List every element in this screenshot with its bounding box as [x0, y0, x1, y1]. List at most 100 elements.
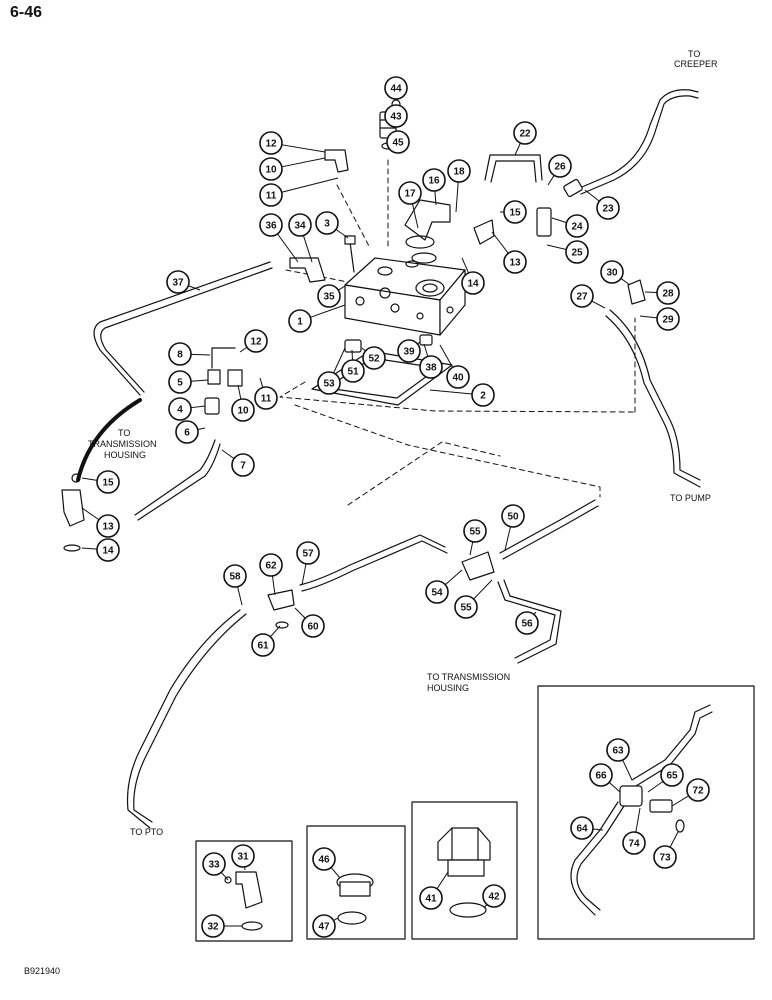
callout-number: 42	[488, 892, 500, 903]
callout-10: 10	[259, 157, 326, 181]
callout-leader	[547, 175, 555, 186]
o-ring-42	[449, 902, 487, 918]
callout-leader	[190, 353, 211, 356]
callout-leader	[190, 379, 209, 382]
plug-41	[437, 827, 491, 877]
callout-leader	[429, 389, 473, 395]
callout-number: 8	[177, 350, 183, 361]
callout-40: 40	[439, 344, 470, 389]
callout-5: 5	[168, 370, 209, 394]
callout-32: 32	[201, 914, 242, 938]
callout-number: 61	[257, 641, 269, 652]
callout-number: 10	[237, 406, 249, 417]
callout-circle	[231, 453, 255, 477]
callout-14: 14	[81, 538, 120, 562]
callout-39: 39	[397, 339, 421, 363]
callout-46: 46	[312, 847, 341, 879]
callout-leader	[237, 384, 242, 400]
callout-leader	[188, 285, 201, 291]
callout-66: 66	[589, 763, 621, 793]
callout-52: 52	[361, 346, 386, 370]
callout-number: 62	[265, 561, 277, 572]
callout-leader	[221, 449, 235, 460]
connector-52	[344, 339, 362, 353]
callout-number: 43	[390, 112, 402, 123]
callout-circle	[259, 553, 283, 577]
callout-10: 10	[231, 384, 255, 422]
callout-leader	[190, 405, 206, 409]
o-ring-33	[224, 876, 232, 884]
callout-leader	[639, 315, 658, 319]
callout-leader	[455, 181, 459, 213]
callout-circle	[513, 121, 537, 145]
callout-30: 30	[600, 260, 631, 286]
callout-leader	[411, 203, 419, 229]
callout-34: 34	[288, 213, 313, 263]
callout-41: 41	[419, 871, 449, 910]
callout-leader	[281, 144, 326, 153]
callout-circle	[656, 281, 680, 305]
callout-circle	[622, 831, 646, 855]
callout-leader	[469, 541, 474, 556]
callout-circle	[397, 339, 421, 363]
dashed-leader	[347, 441, 501, 506]
callout-circle	[259, 213, 283, 237]
callout-number: 25	[571, 248, 583, 259]
callout-number: 15	[509, 208, 521, 219]
callout-circle	[548, 154, 572, 178]
callout-circle	[600, 260, 624, 284]
callout-number: 18	[453, 167, 465, 178]
callout-13: 13	[491, 231, 527, 274]
callout-22: 22	[513, 121, 537, 156]
callout-11: 11	[259, 177, 339, 207]
tube-50	[499, 499, 596, 554]
callout-26: 26	[547, 154, 572, 186]
callout-leader	[271, 575, 276, 596]
callout-number: 10	[265, 165, 277, 176]
callout-number: 52	[368, 354, 380, 365]
callout-3: 3	[315, 211, 349, 239]
detail-box-bracket-fitting	[537, 685, 755, 940]
tube-22	[490, 160, 537, 183]
callout-13: 13	[81, 507, 120, 538]
tube-57	[299, 534, 446, 586]
callout-number: 35	[323, 292, 335, 303]
callout-circle	[384, 104, 408, 128]
callout-number: 7	[240, 461, 246, 472]
callout-number: 73	[659, 853, 671, 864]
callout-circle	[202, 852, 226, 876]
callout-leader	[281, 177, 339, 193]
callout-55: 55	[454, 579, 493, 619]
tube-to-pump	[609, 309, 701, 481]
bracket-fitting-66	[619, 785, 643, 807]
callout-circle	[168, 397, 192, 421]
callout-number: 74	[628, 839, 640, 850]
callout-53: 53	[317, 347, 346, 395]
callout-number: 26	[554, 162, 566, 173]
tube-37	[100, 267, 273, 393]
tee-fitting-54	[461, 551, 495, 581]
callout-number: 11	[261, 394, 272, 405]
label-to-creeper: TO CREEPER	[674, 49, 718, 69]
callout-leader	[439, 344, 454, 368]
callout-leader	[237, 586, 243, 606]
dashed-leader	[294, 404, 601, 498]
tube-22	[484, 154, 543, 181]
callout-31: 31	[231, 844, 255, 871]
callout-leader	[423, 343, 429, 357]
o-ring-17	[411, 252, 437, 264]
callout-43: 43	[384, 104, 408, 128]
callout-leader	[461, 257, 470, 274]
callout-2: 2	[429, 383, 495, 407]
callout-leader	[436, 871, 449, 890]
callout-54: 54	[425, 569, 463, 604]
callout-4: 4	[168, 397, 206, 421]
callout-circle	[463, 519, 487, 543]
label-to-pump: TO PUMP	[670, 493, 711, 503]
callout-circle	[503, 250, 527, 274]
callout-circle	[315, 211, 339, 235]
label-to-transmission-housing-2: TO TRANSMISSION HOUSING	[427, 672, 510, 693]
callout-number: 23	[602, 204, 614, 215]
label-to-transmission-housing: TO TRANSMISSION HOUSING	[88, 428, 157, 460]
callout-number: 33	[208, 860, 220, 871]
